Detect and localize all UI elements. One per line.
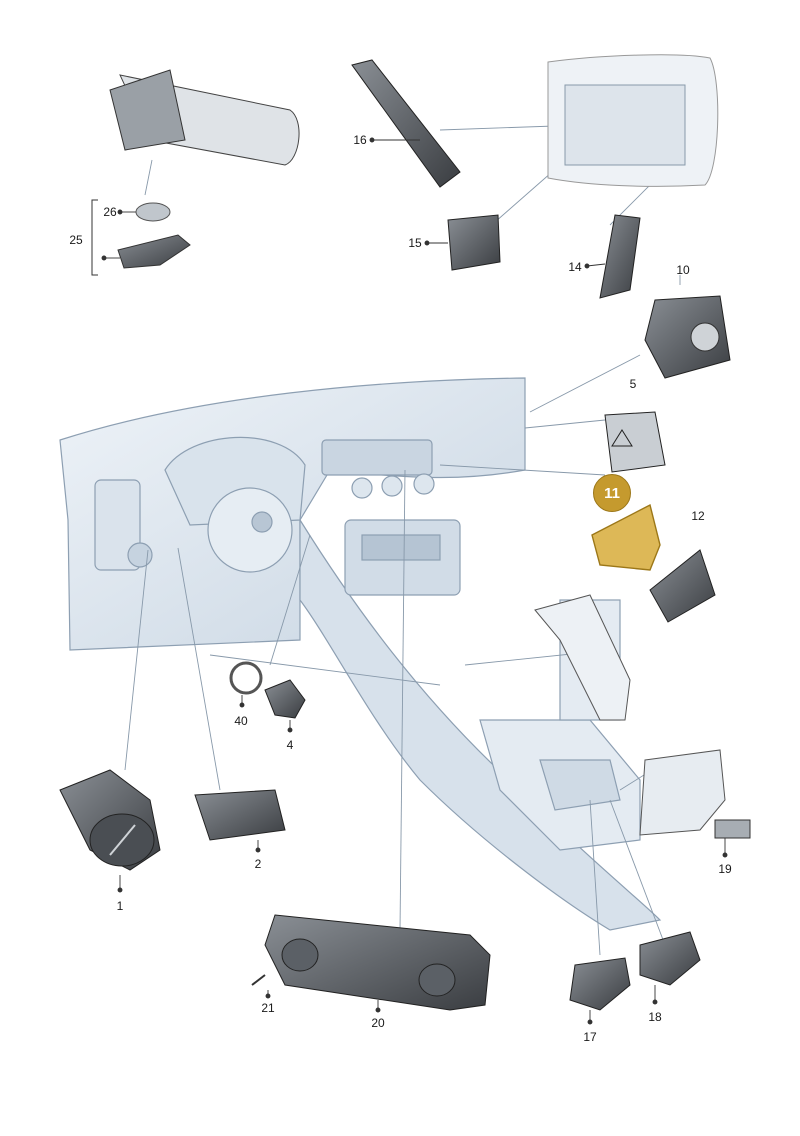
part-20-climate-control [264,914,491,1011]
dashboard-illustration [59,377,662,931]
part-center-console-trim [534,594,631,721]
part-overhead-console [547,54,719,187]
callout-4: 4 [286,738,294,752]
part-14-trim [599,214,641,299]
part-15-button [447,214,501,271]
part-16-switch-strip [351,59,461,188]
part-5-hazard-switch [604,411,666,473]
callout-12: 12 [691,509,705,523]
part-2-switch [194,789,286,841]
callout-25: 25 [69,233,83,247]
callout-1: 1 [116,899,124,913]
part-21-screw [251,974,266,986]
callout-18: 18 [648,1010,662,1024]
callout-15: 15 [408,236,422,250]
part-10-switch [644,295,731,379]
leader-lines [124,125,681,956]
callout-21: 21 [261,1001,275,1015]
callout-2: 2 [254,857,262,871]
part-1-light-switch [59,769,161,871]
part-25-sensor [91,199,191,276]
callout-19: 19 [718,862,732,876]
part-40-ring [229,661,263,695]
part-4-lock [264,679,306,719]
part-17-seat-switch [569,957,631,1011]
callout-16: 16 [353,133,367,147]
callout-40: 40 [234,714,248,728]
part-12-switch [649,549,716,623]
part-11-highlighted [591,503,661,571]
callout-26: 26 [103,205,117,219]
callout-14: 14 [568,260,582,274]
callout-11-highlight-badge: 11 [593,474,631,512]
callout-17: 17 [583,1030,597,1044]
label-pointers [101,137,728,1025]
part-mirror [109,69,300,166]
callout-10: 10 [676,263,690,277]
part-19-vent [639,749,751,839]
part-18-seat-switch [639,931,701,986]
callout-5: 5 [629,377,637,391]
callout-20: 20 [371,1016,385,1030]
